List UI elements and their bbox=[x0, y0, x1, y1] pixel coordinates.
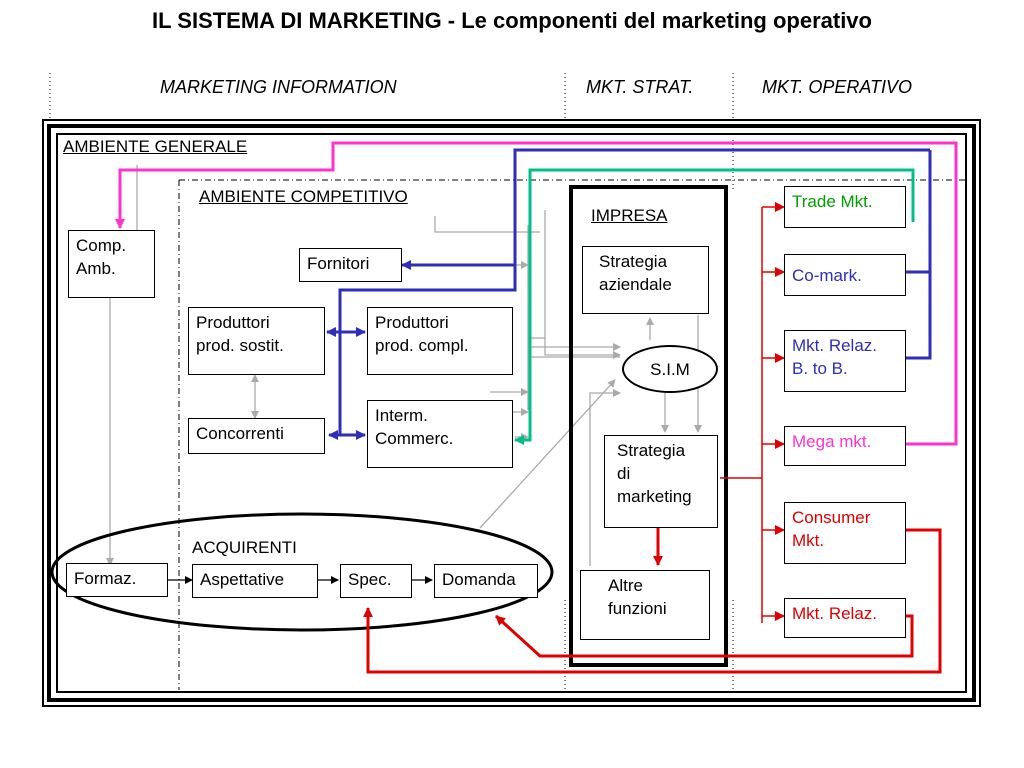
co-mark-box: Co-mark. bbox=[784, 254, 906, 296]
domanda-box: Domanda bbox=[434, 564, 538, 598]
fornitori-box: Fornitori bbox=[299, 248, 402, 282]
strategia-marketing-box: Strategia di marketing bbox=[604, 435, 718, 528]
blue-connectors bbox=[326, 148, 932, 440]
spec-box: Spec. bbox=[340, 564, 412, 598]
red-connectors bbox=[720, 202, 785, 623]
column-header-marketing-information: MARKETING INFORMATION bbox=[160, 77, 397, 97]
produttori-compl-box: Produttori prod. compl. bbox=[367, 307, 513, 375]
magenta-connector bbox=[115, 141, 958, 446]
column-header-mkt-operativo: MKT. OPERATIVO bbox=[762, 77, 913, 97]
comp-amb-box: Comp. Amb. bbox=[68, 230, 155, 298]
aspettative-box: Aspettative bbox=[192, 564, 318, 598]
mkt-relaz-box: Mkt. Relaz. bbox=[784, 598, 906, 638]
outer-frame bbox=[42, 119, 981, 707]
strategia-aziendale-box: Strategia aziendale bbox=[582, 246, 709, 314]
impresa-frame bbox=[569, 185, 728, 667]
page-title: IL SISTEMA DI MARKETING - Le componenti … bbox=[152, 8, 872, 33]
acquirenti-ellipse bbox=[50, 512, 554, 632]
mkt-relaz-b2b-box: Mkt. Relaz. B. to B. bbox=[784, 330, 906, 392]
acquirenti-label: ACQUIRENTI bbox=[192, 538, 297, 557]
interm-commerc-box: Interm. Commerc. bbox=[367, 400, 513, 468]
altre-funzioni-box: Altre funzioni bbox=[580, 570, 710, 640]
ambiente-generale-label: AMBIENTE GENERALE bbox=[63, 137, 248, 156]
ambiente-competitivo-label: AMBIENTE COMPETITIVO bbox=[199, 187, 408, 206]
trade-mkt-box: Trade Mkt. bbox=[784, 186, 906, 228]
red-thick-connectors bbox=[363, 528, 942, 674]
impresa-label: IMPRESA bbox=[591, 206, 668, 225]
teal-connector bbox=[514, 168, 915, 445]
mega-mkt-box: Mega mkt. bbox=[784, 426, 906, 466]
produttori-sostit-box: Produttori prod. sostit. bbox=[188, 307, 325, 375]
sim-ellipse: S.I.M bbox=[622, 345, 718, 393]
concorrenti-box: Concorrenti bbox=[188, 418, 325, 454]
column-separators bbox=[49, 73, 734, 696]
column-header-mkt-strat: MKT. STRAT. bbox=[586, 77, 694, 97]
formaz-box: Formaz. bbox=[66, 563, 168, 597]
competitive-boundary bbox=[178, 179, 966, 690]
consumer-mkt-box: Consumer Mkt. bbox=[784, 502, 906, 564]
